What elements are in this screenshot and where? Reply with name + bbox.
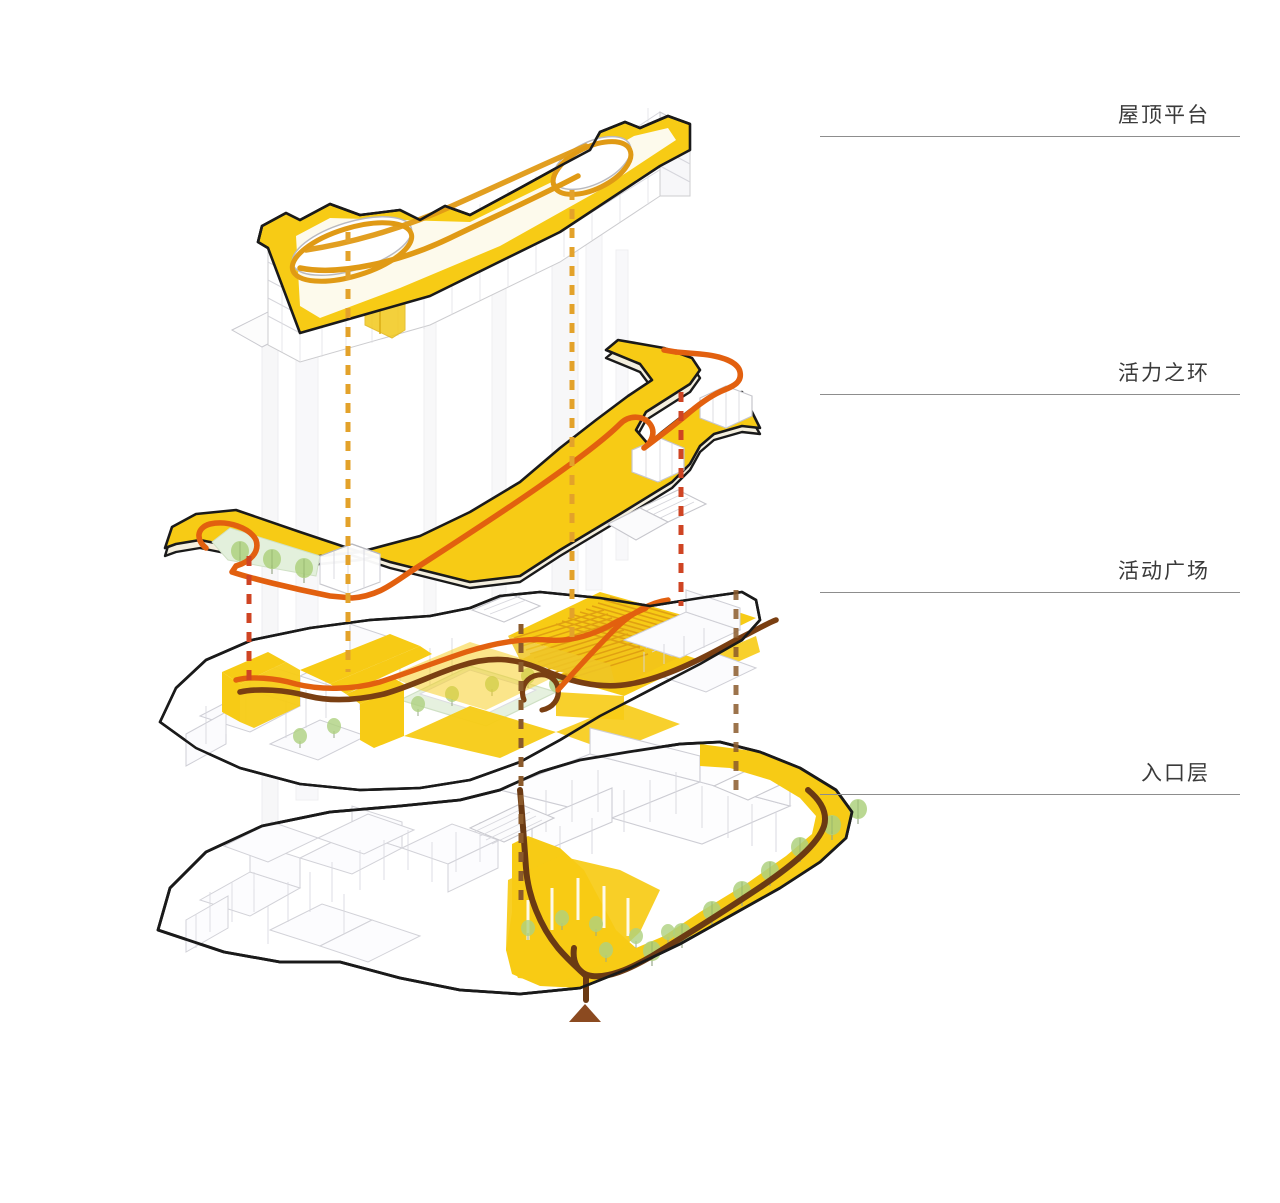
layer-vitality-ring[interactable] [163,338,762,601]
entrance-brown-route-left [517,787,589,979]
legend-item-activity-plaza[interactable]: 活动广场 [820,560,1240,594]
legend-label-activity-plaza: 活动广场 [1118,560,1210,583]
plaza-orange-route [233,605,649,691]
plaza-brown-route [237,617,779,703]
layer-activity-plaza[interactable] [158,589,779,792]
ring-stair-core [606,489,708,541]
legend-rule [820,592,1240,594]
entrance-stair [468,803,556,845]
ring-glass-pavilion [319,543,381,595]
legend-label-roof-platform: 屋顶平台 [1118,104,1210,127]
roof-orange-loop [297,173,581,273]
entrance-wireframe-plan [185,805,500,963]
entrance-brown-route-right [570,787,828,980]
legend-item-vitality-ring[interactable]: 活力之环 [820,362,1240,396]
legend-label-vitality-ring: 活力之环 [1118,362,1210,385]
vertical-dashed-connectors [246,190,739,900]
layer-roof-platform[interactable] [230,108,692,363]
legend-rule [820,394,1240,396]
legend-item-roof-platform[interactable]: 屋顶平台 [820,104,1240,138]
entry-marker-triangle[interactable] [569,1004,601,1022]
layer-entrance-level[interactable] [156,727,868,1003]
legend-item-entrance-level[interactable]: 入口层 [820,762,1240,796]
legend-label-entrance-level: 入口层 [1141,762,1210,785]
vitality-orange-route [196,349,744,601]
legend-rule [820,794,1240,796]
legend-rule [820,136,1240,138]
